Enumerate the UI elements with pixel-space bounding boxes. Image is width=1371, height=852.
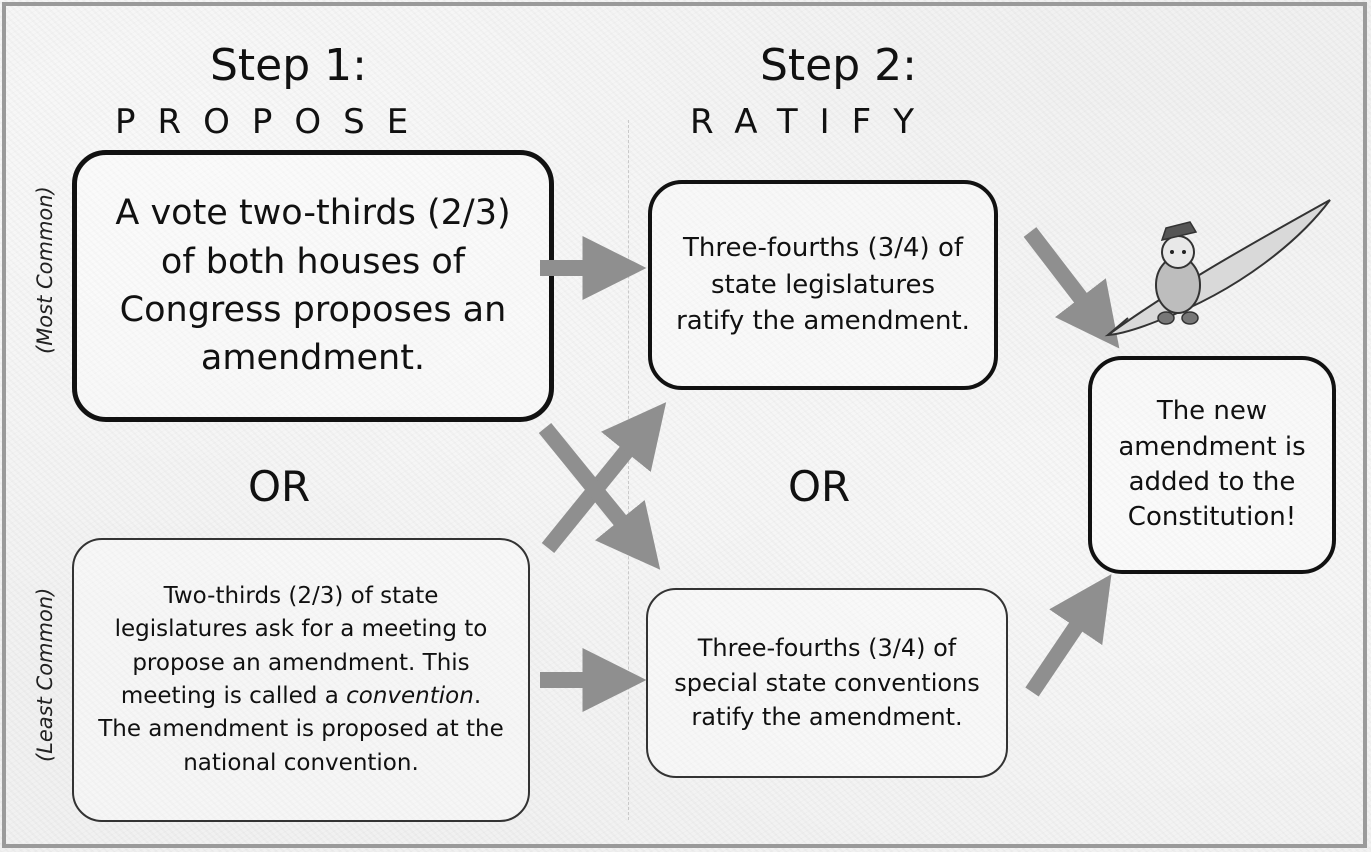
ratify-conventions-box: Three-fourths (3/4) of special state con…: [646, 588, 1008, 778]
step2-subtitle: RATIFY: [690, 102, 936, 142]
step1-title: Step 1:: [210, 40, 367, 91]
convention-term: convention: [346, 683, 474, 709]
ratify-conventions-text: Three-fourths (3/4) of special state con…: [674, 633, 980, 732]
arrow-conventions-to-result: [1025, 574, 1112, 697]
ratify-legislatures-box: Three-fourths (3/4) of state legislature…: [648, 180, 998, 390]
propose-congress-text: A vote two-thirds (2/3) of both houses o…: [115, 193, 511, 379]
quill-pen-mascot-icon: [1104, 199, 1331, 337]
arrow-legislatures-to-result: [1023, 227, 1120, 349]
or-label-left: OR: [248, 462, 311, 511]
ratify-legislatures-text: Three-fourths (3/4) of state legislature…: [676, 233, 970, 337]
step2-title: Step 2:: [760, 40, 917, 91]
or-label-right: OR: [788, 462, 851, 511]
propose-congress-box: A vote two-thirds (2/3) of both houses o…: [72, 150, 554, 422]
propose-convention-box: Two-thirds (2/3) of state legislatures a…: [72, 538, 530, 822]
result-box: The new amendment is added to the Consti…: [1088, 356, 1336, 574]
propose-convention-text: Two-thirds (2/3) of state legislatures a…: [98, 582, 504, 776]
result-text: The new amendment is added to the Consti…: [1118, 396, 1306, 533]
arrow-congress-to-conventions: [538, 422, 661, 570]
step1-subtitle: PROPOSE: [115, 102, 431, 142]
